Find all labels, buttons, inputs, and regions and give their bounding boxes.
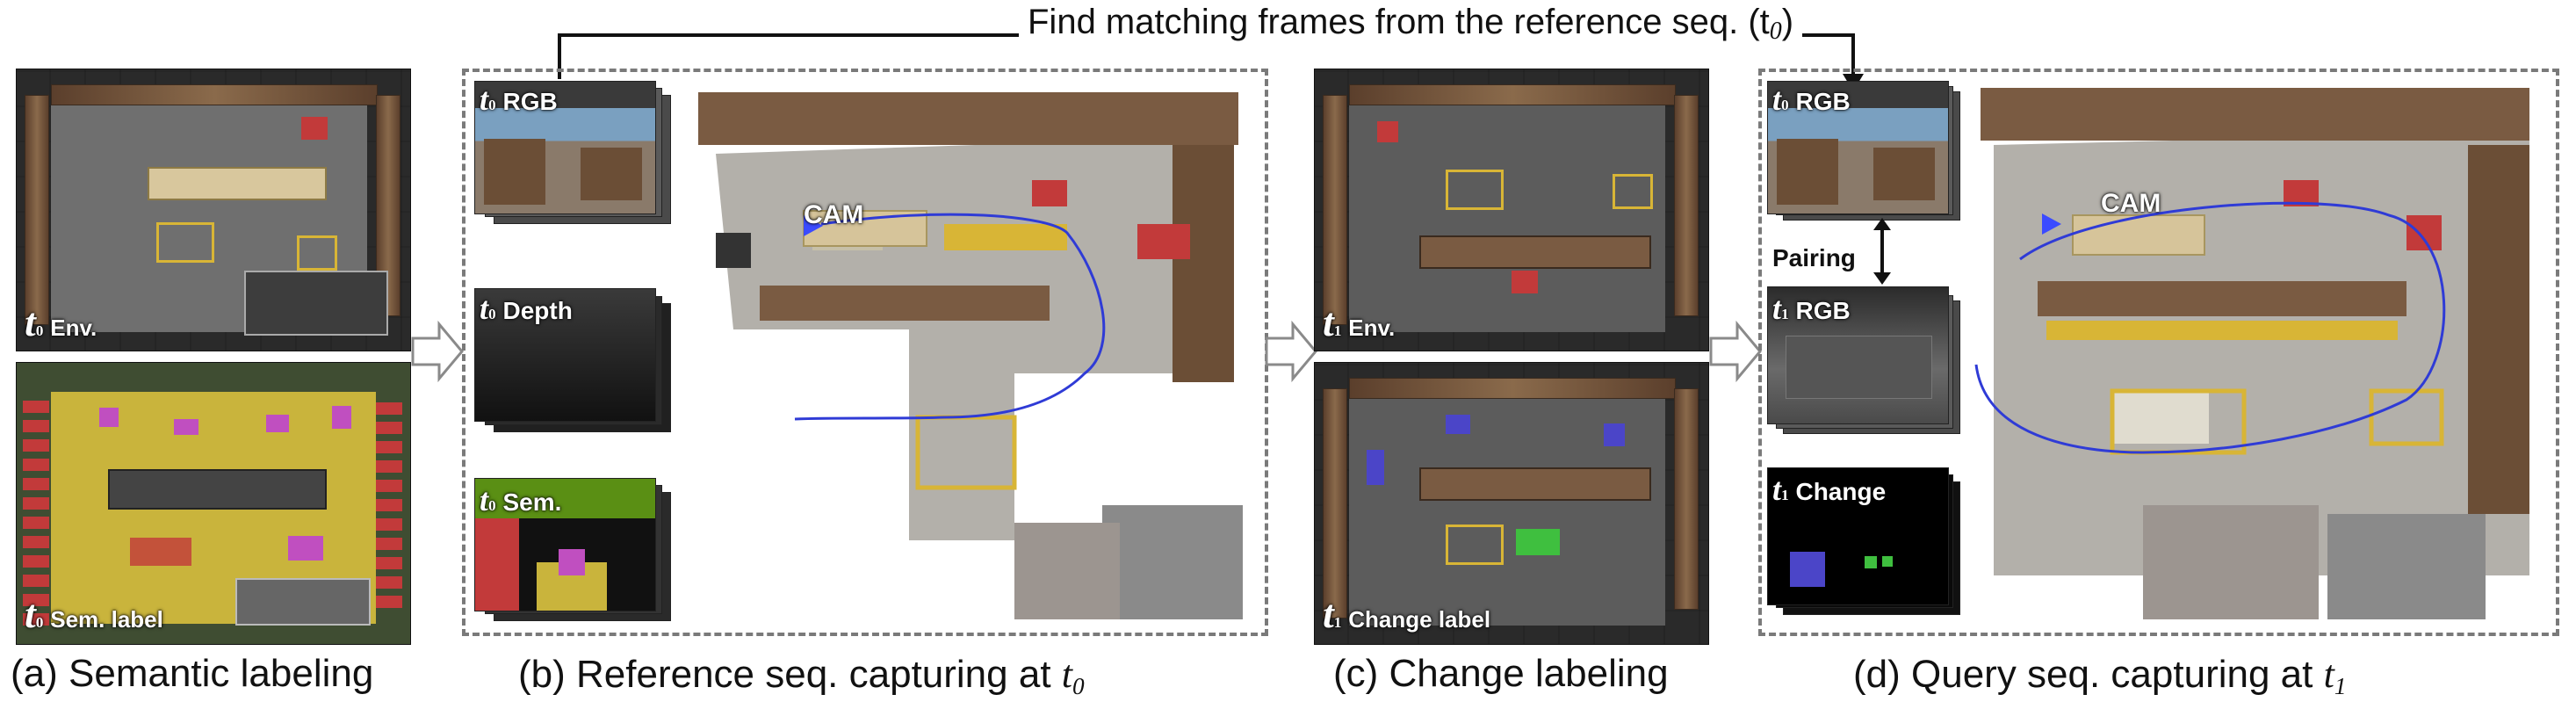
caption-a: (a) Semantic labeling (11, 652, 374, 695)
rgb-frame-t0 (474, 81, 656, 214)
rgb-tag-b: t0 RGB (480, 82, 558, 117)
pairing-arrow (1873, 218, 1891, 285)
env-tag-a: t0 Env. (25, 300, 97, 344)
env-map-t0 (16, 69, 411, 351)
rgb1-tag-d: t1 RGB (1772, 291, 1851, 326)
rgb0-tag-d: t0 RGB (1772, 82, 1851, 117)
query-seq-frame (1758, 69, 2559, 636)
flow-arrow-b-c (1265, 321, 1317, 382)
flow-arrow-c-d (1709, 321, 1762, 382)
depth-tag-b: t0 Depth (480, 291, 573, 326)
semantic-label-map (16, 362, 411, 645)
env-map-t1 (1314, 69, 1709, 351)
reference-point-cloud-map (698, 92, 1243, 619)
caption-c: (c) Change labeling (1333, 652, 1669, 695)
env-tag-c: t1 Env. (1323, 300, 1396, 344)
caption-d: (d) Query seq. capturing at t1 (1853, 653, 2347, 699)
sem-tag-b: t0 Sem. (480, 482, 562, 517)
caption-b: (b) Reference seq. capturing at t0 (518, 653, 1085, 699)
sem-label-tag-a: t0 Sem. label (25, 591, 163, 636)
flow-arrow-a-b (411, 321, 464, 382)
top-connector-label: Find matching frames from the reference … (1019, 3, 1803, 46)
query-point-cloud-map (1974, 88, 2529, 619)
change-label-map (1314, 362, 1709, 645)
cam-label-d: CAM (2101, 189, 2161, 218)
cam-label-b: CAM (804, 200, 864, 229)
change-frame-t1 (1767, 467, 1949, 605)
pairing-label: Pairing (1769, 242, 1859, 274)
rgb-frame-t0-query (1767, 81, 1949, 214)
depth-frame-t0 (474, 288, 656, 422)
sem-frame-t0 (474, 478, 656, 611)
change-tag-d: t1 Change (1772, 472, 1887, 507)
change-label-tag-c: t1 Change label (1323, 591, 1491, 636)
rgb-frame-t1 (1767, 286, 1949, 424)
